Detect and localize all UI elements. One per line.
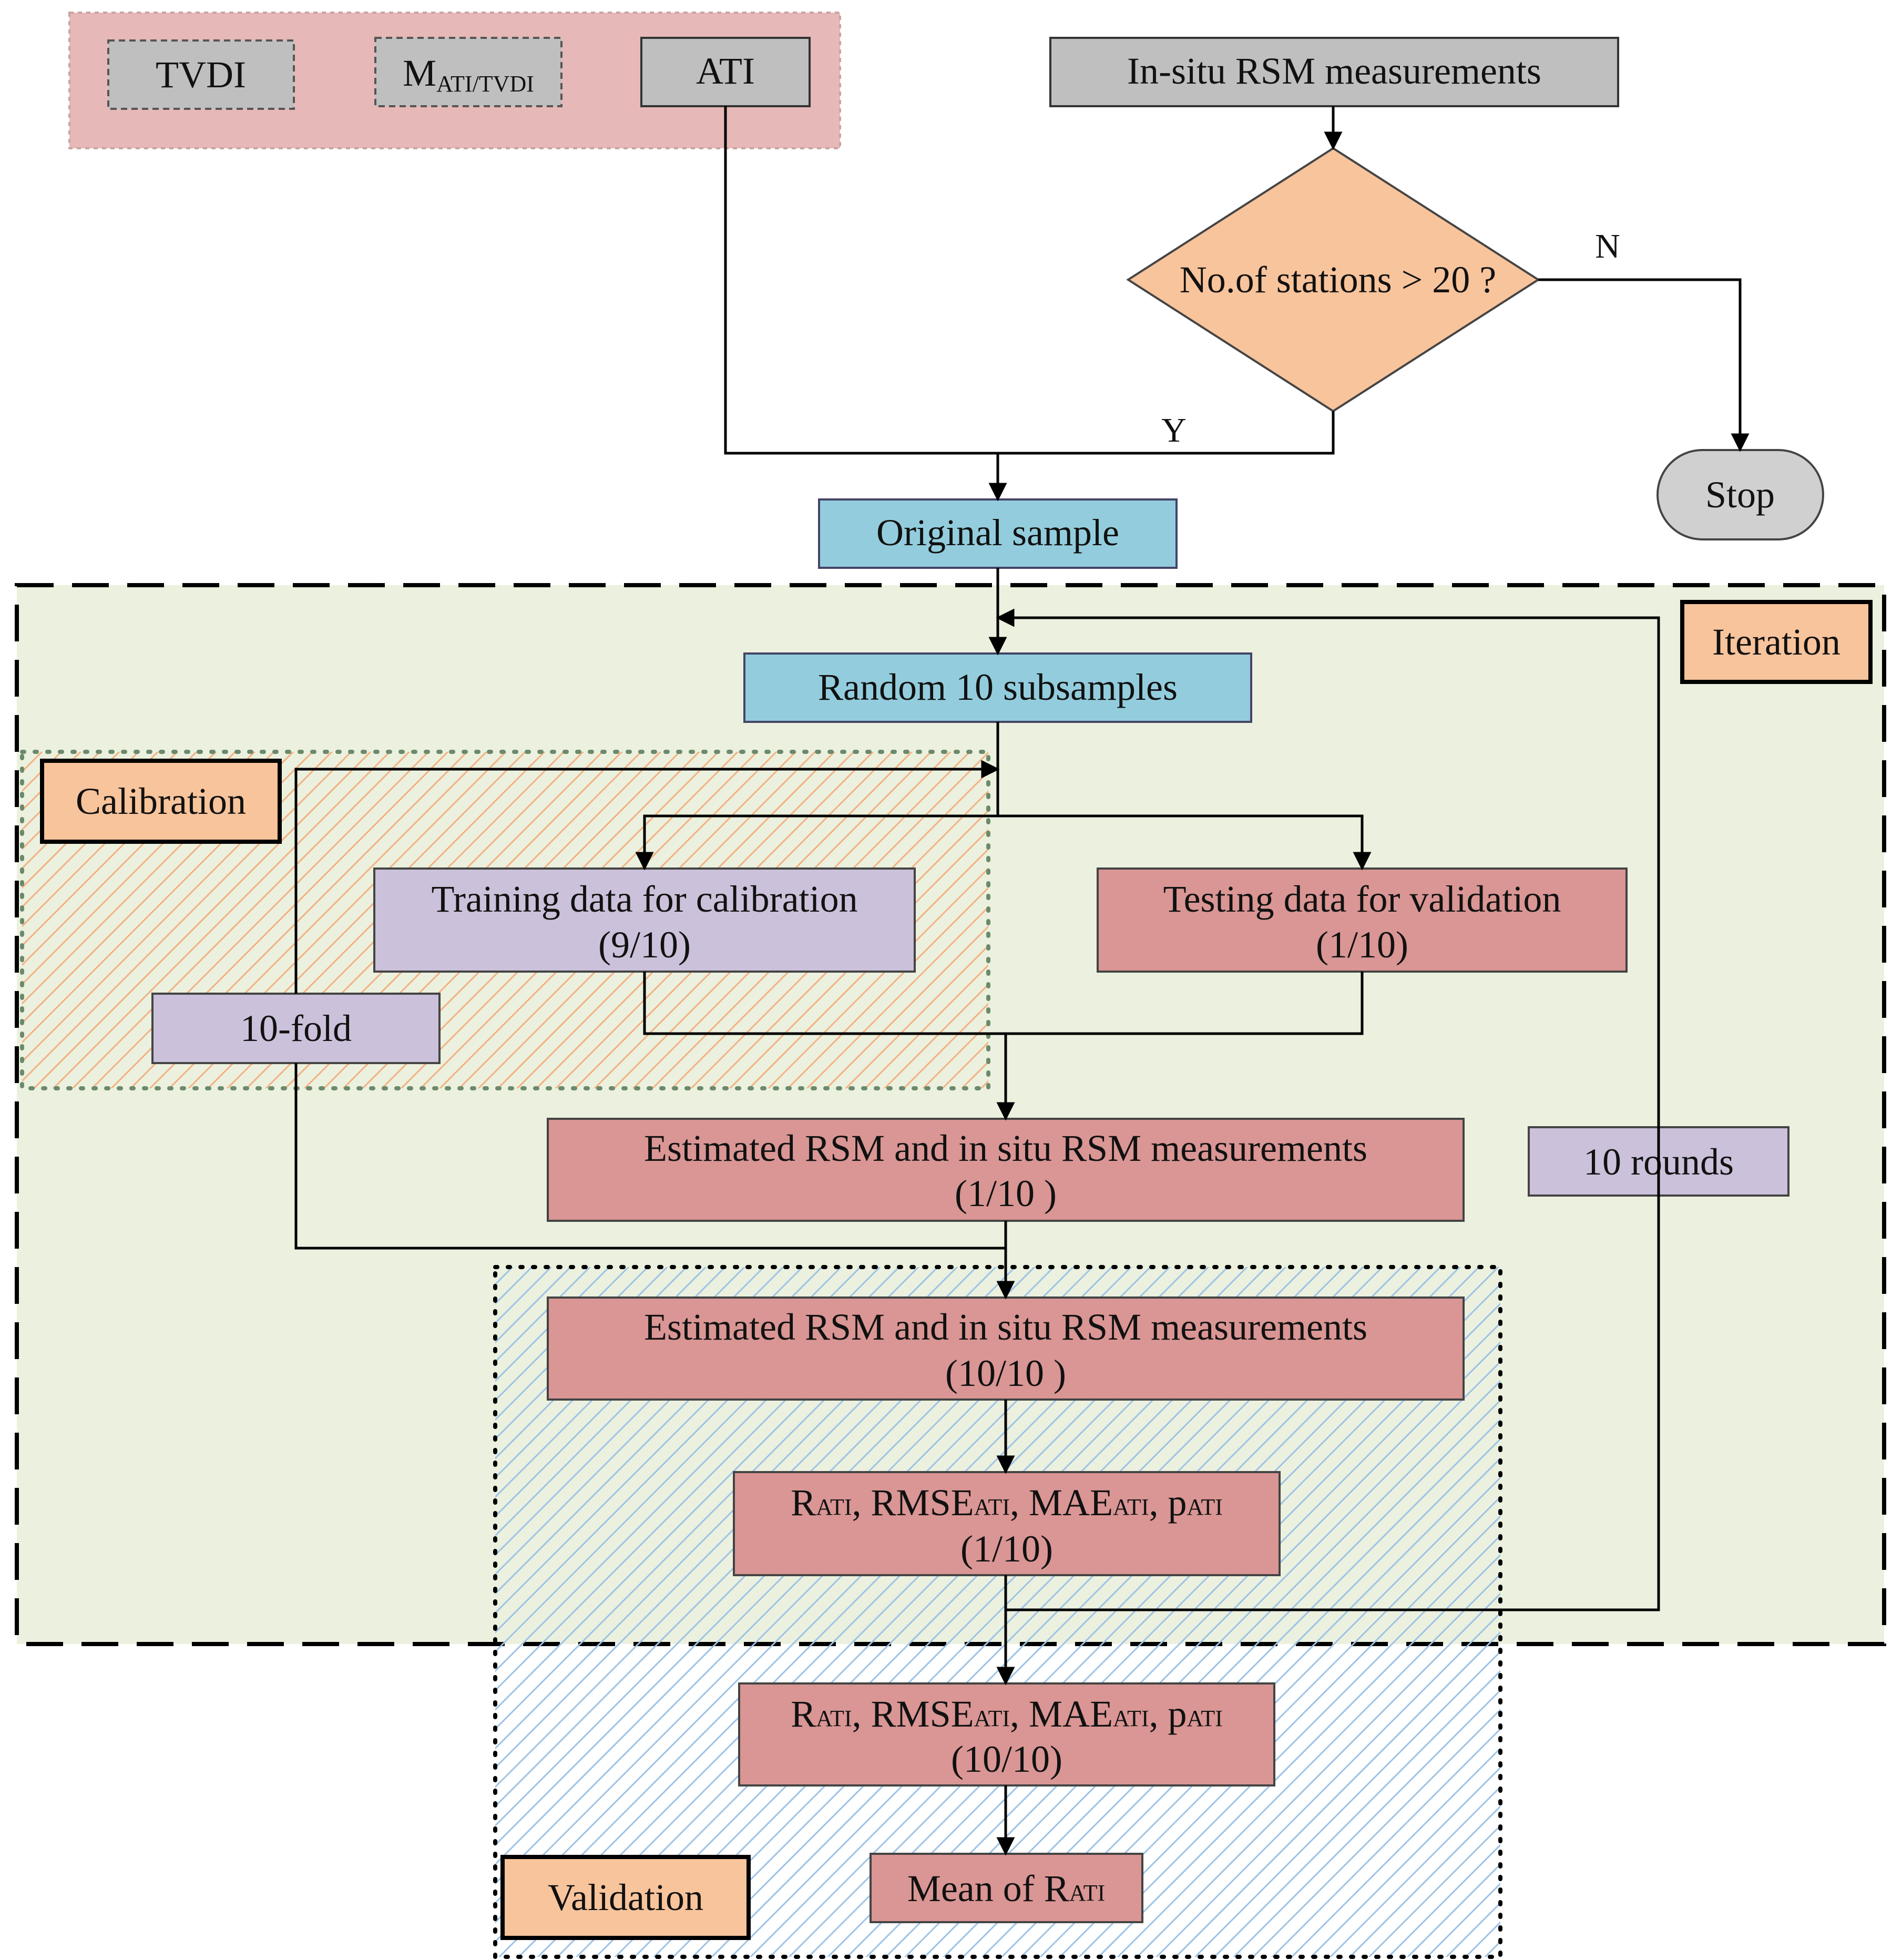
testing-line1: Testing data for validation	[1163, 878, 1561, 920]
metrics-partial-line1: RATI, RMSEATI, MAEATI, pATI	[791, 1482, 1223, 1524]
stop-label: Stop	[1705, 474, 1775, 516]
metrics-partial-line2: (1/10)	[960, 1528, 1053, 1570]
training-data-node: Training data for calibration (9/10)	[373, 867, 916, 973]
connector-split-test	[998, 814, 1372, 871]
decision-node: No.of stations > 20 ?	[1126, 147, 1540, 413]
metrics-full-node: RATI, RMSEATI, MAEATI, pATI (10/10)	[738, 1682, 1275, 1787]
metrics-full-line1: RATI, RMSEATI, MAEATI, pATI	[791, 1693, 1223, 1735]
stop-node: Stop	[1656, 449, 1824, 540]
ten-fold-label: 10-fold	[240, 1007, 352, 1049]
decision-label: No.of stations > 20 ?	[1180, 259, 1497, 301]
calibration-label: Calibration	[76, 780, 246, 822]
connector-iteration-loop	[996, 608, 1660, 1611]
connector-tenfold-bottom	[294, 1063, 1006, 1250]
metrics-partial-node: RATI, RMSEATI, MAEATI, pATI (1/10)	[733, 1471, 1281, 1576]
ten-fold-node: 10-fold	[151, 993, 441, 1064]
metrics-full-line2: (10/10)	[951, 1738, 1062, 1780]
connector-tenfold-loop	[294, 760, 1000, 994]
ati-label: ATI	[696, 50, 755, 92]
insitu-label: In-situ RSM measurements	[1127, 50, 1541, 92]
estimated-full-node: Estimated RSM and in situ RSM measuremen…	[547, 1297, 1465, 1401]
branch-no-label: N	[1595, 227, 1620, 266]
estimated-partial-line1: Estimated RSM and in situ RSM measuremen…	[644, 1127, 1367, 1169]
original-sample-label: Original sample	[876, 512, 1119, 554]
estimated-partial-line2: (1/10 )	[955, 1172, 1057, 1214]
tvdi-node: TVDI	[107, 39, 295, 110]
mean-node: Mean of RATI	[870, 1853, 1143, 1923]
tvdi-label: TVDI	[156, 54, 246, 96]
random-subsamples-label: Random 10 subsamples	[818, 666, 1178, 708]
branch-yes-label: Y	[1161, 411, 1187, 450]
m-ati-tvdi-node: MATI/TVDI	[374, 37, 563, 107]
estimated-full-line2: (10/10 )	[945, 1352, 1066, 1394]
m-main: M	[403, 52, 436, 94]
m-sub: ATI/TVDI	[436, 71, 534, 97]
random-subsamples-node: Random 10 subsamples	[743, 652, 1252, 723]
connector-split-train	[635, 814, 998, 871]
ati-node: ATI	[640, 37, 811, 107]
m-ati-tvdi-label: MATI/TVDI	[403, 52, 534, 97]
validation-label: Validation	[548, 1876, 703, 1918]
insitu-node: In-situ RSM measurements	[1049, 37, 1619, 107]
training-line2: (9/10)	[598, 924, 691, 966]
iteration-label-box: Iteration	[1680, 600, 1873, 684]
calibration-label-box: Calibration	[40, 759, 282, 844]
testing-data-node: Testing data for validation (1/10)	[1097, 867, 1628, 973]
training-line1: Training data for calibration	[431, 878, 857, 920]
original-sample-node: Original sample	[818, 498, 1178, 569]
connector-no	[1538, 278, 1750, 452]
connector-merge	[643, 972, 1364, 1035]
iteration-label: Iteration	[1712, 621, 1840, 663]
estimated-full-line1: Estimated RSM and in situ RSM measuremen…	[644, 1306, 1367, 1348]
mean-label: Mean of RATI	[907, 1867, 1105, 1910]
connectors	[294, 106, 1750, 1856]
connector-yes	[998, 411, 1335, 455]
testing-line2: (1/10)	[1316, 924, 1408, 966]
estimated-partial-node: Estimated RSM and in situ RSM measuremen…	[547, 1118, 1465, 1222]
validation-label-box: Validation	[500, 1855, 751, 1940]
connector-ati	[724, 106, 998, 455]
